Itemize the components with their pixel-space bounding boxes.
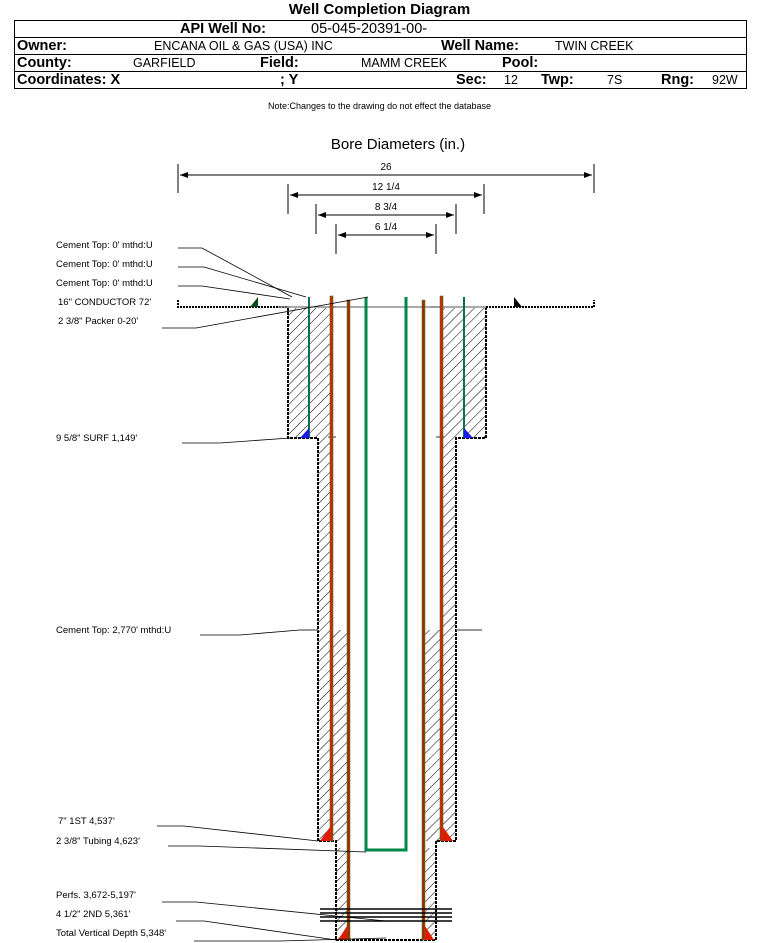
production-shoe-right-icon — [425, 926, 434, 940]
bore-label-6-1-4: 6 1/4 — [375, 222, 398, 233]
callout-surface-casing: 9 5/8" SURF 1,149' — [56, 433, 137, 444]
intermediate-casing-7in — [320, 295, 453, 842]
production-casing-4-5in — [338, 299, 434, 941]
owner-value: ENCANA OIL & GAS (USA) INC — [154, 39, 333, 53]
sec-label: Sec: — [456, 72, 487, 88]
surface-casing — [300, 297, 473, 438]
callout-cement-top-1: Cement Top: 0' mthd:U — [56, 240, 153, 251]
callout-conductor: 16" CONDUCTOR 72' — [58, 297, 151, 308]
owner-row: Owner: ENCANA OIL & GAS (USA) INC Well N… — [15, 38, 746, 55]
rng-label: Rng: — [661, 72, 695, 88]
wellbore-cement — [288, 308, 486, 939]
database-note: Note:Changes to the drawing do not effec… — [268, 101, 491, 111]
pool-label: Pool: — [502, 55, 539, 71]
owner-label: Owner: — [17, 38, 67, 54]
rng-value: 92W — [712, 73, 738, 87]
callout-cement-top-2: Cement Top: 0' mthd:U — [56, 259, 153, 270]
well-name-value: TWIN CREEK — [555, 39, 634, 53]
bore-dimension-6-1-4: 6 1/4 — [335, 222, 437, 254]
surface-shoe-left-icon — [300, 428, 309, 438]
callout-production-casing: 4 1/2" 2ND 5,361' — [56, 909, 131, 920]
field-value: MAMM CREEK — [361, 56, 448, 70]
tubing — [364, 297, 408, 852]
callout-perforations: Perfs. 3,672-5,197' — [56, 890, 136, 901]
callout-cement-top-2770: Cement Top: 2,770' mthd:U — [56, 625, 171, 636]
production-shoe-left-icon — [338, 926, 347, 940]
bore-label-8-3-4: 8 3/4 — [375, 202, 398, 213]
county-label: County: — [17, 55, 72, 71]
county-value: GARFIELD — [133, 56, 196, 70]
conductor-shoe-left-icon — [250, 297, 258, 307]
diagram-title: Well Completion Diagram — [288, 1, 471, 18]
coord-y-label: ; Y — [280, 72, 299, 88]
well-name-label: Well Name: — [441, 38, 519, 54]
callout-tubing: 2 3/8" Tubing 4,623' — [56, 836, 140, 847]
intermediate-shoe-right-icon — [443, 827, 453, 841]
callout-cement-top-3: Cement Top: 0' mthd:U — [56, 278, 153, 289]
well-header-table: API Well No: 05-045-20391-00- Owner: ENC… — [14, 20, 747, 89]
hole-walls — [287, 308, 487, 941]
bore-diameters-title: Bore Diameters (in.) — [331, 136, 465, 153]
bore-label-12-1-4: 12 1/4 — [372, 182, 400, 193]
callout-packer: 2 3/8" Packer 0-20' — [58, 316, 138, 327]
coordinates-row: Coordinates: X ; Y Sec: 12 Twp: 7S Rng: … — [15, 72, 746, 88]
sec-value: 12 — [504, 73, 518, 87]
callout-intermediate-casing: 7" 1ST 4,537' — [58, 816, 115, 827]
intermediate-shoe-left-icon — [320, 827, 330, 841]
conductor-shoe-right-icon — [514, 297, 522, 307]
depth-ticks — [278, 306, 482, 631]
bore-dimension-8-3-4: 8 3/4 — [315, 202, 457, 234]
twp-label: Twp: — [541, 72, 574, 88]
bore-dimension-26: 26 — [177, 162, 595, 193]
callouts: Cement Top: 0' mthd:U Cement Top: 0' mth… — [56, 240, 387, 942]
api-row: API Well No: 05-045-20391-00- — [15, 21, 746, 38]
field-label: Field: — [260, 55, 299, 71]
twp-value: 7S — [607, 73, 623, 87]
callout-total-depth: Total Vertical Depth 5,348' — [56, 928, 166, 939]
api-label: API Well No: — [180, 21, 266, 37]
bore-label-26: 26 — [380, 162, 392, 173]
surface-shoe-right-icon — [464, 428, 473, 438]
api-value: 05-045-20391-00- — [311, 21, 428, 37]
county-row: County: GARFIELD Field: MAMM CREEK Pool: — [15, 55, 746, 72]
conductor-ground-line — [177, 297, 595, 308]
bore-dimension-12-1-4: 12 1/4 — [287, 182, 485, 214]
coord-x-label: Coordinates: X — [17, 72, 121, 88]
